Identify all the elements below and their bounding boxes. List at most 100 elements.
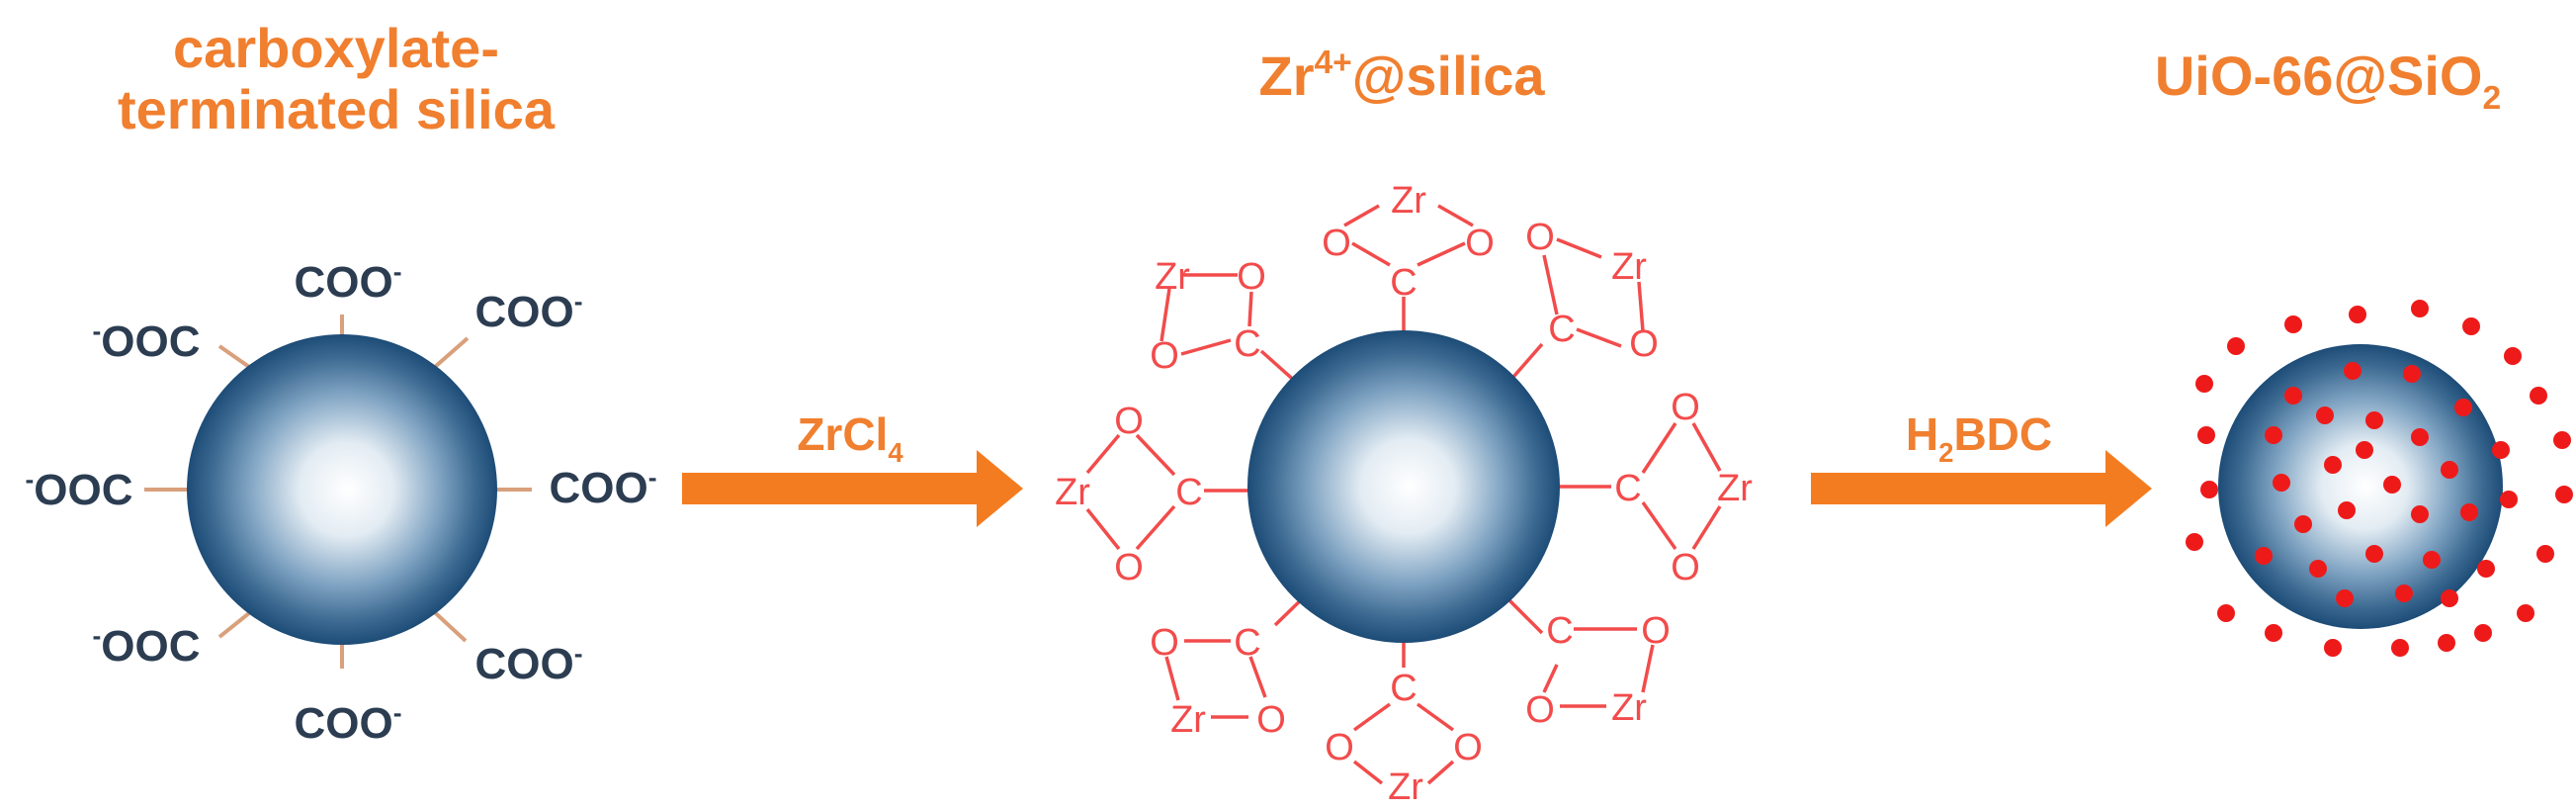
atom-zr: Zr bbox=[1388, 766, 1423, 808]
uio66-crystal-dot bbox=[2265, 426, 2282, 444]
atom-c: C bbox=[1546, 610, 1573, 652]
atom-c: C bbox=[1614, 468, 1641, 509]
uio66-crystal-dot bbox=[2492, 441, 2510, 459]
uio66-crystal-dot bbox=[2438, 634, 2455, 652]
uio66-crystal-dot bbox=[2365, 411, 2383, 429]
uio66-crystal-dot bbox=[2255, 547, 2273, 565]
atom-c: C bbox=[1234, 622, 1260, 664]
uio66-crystal-dot bbox=[2536, 545, 2554, 563]
uio66-crystal-dot bbox=[2553, 431, 2571, 449]
stage3-title-sub: 2 bbox=[2482, 80, 2501, 117]
atom-o: O bbox=[1525, 217, 1555, 258]
charge-label: - bbox=[648, 463, 657, 493]
atom-c: C bbox=[1234, 323, 1260, 365]
coo-label: COO bbox=[474, 288, 573, 336]
atom-o: O bbox=[1325, 727, 1354, 768]
uio66-crystal-dot bbox=[2474, 624, 2492, 642]
reagent-h2bdc: H2BDC bbox=[1906, 408, 2052, 468]
atom-o: O bbox=[1641, 610, 1671, 652]
reaction-arrow-h2bdc: H2BDC bbox=[1811, 408, 2152, 527]
uio66-crystal-dot bbox=[2530, 387, 2547, 405]
uio66-crystal-dot bbox=[2284, 315, 2302, 333]
uio66-crystal-dot bbox=[2294, 515, 2312, 533]
surface-groups: COO- COO- COO- COO- COO- -OOC -OOC -OOC bbox=[25, 257, 656, 748]
atom-o: O bbox=[1114, 547, 1144, 588]
uio66-crystal-dot bbox=[2383, 476, 2401, 494]
uio66-crystal-dot bbox=[2517, 604, 2534, 622]
zr-complex-atoms: C O O Zr C O O Zr C O O Zr C O O Zr C O … bbox=[1055, 180, 1753, 808]
reagent-h2bdc-post: BDC bbox=[1953, 408, 2052, 460]
uio66-crystal-dot bbox=[2411, 505, 2429, 523]
uio66-crystal-dot bbox=[2504, 347, 2522, 365]
uio66-crystal-dot bbox=[2217, 604, 2235, 622]
coo-label: COO bbox=[474, 640, 573, 688]
uio66-crystal-dot bbox=[2344, 362, 2361, 380]
stage2-title: Zr4+@silica bbox=[1258, 45, 1545, 107]
uio66-crystal-dot bbox=[2200, 481, 2218, 498]
uio66-crystal-dot bbox=[2403, 365, 2421, 383]
atom-c: C bbox=[1548, 309, 1575, 350]
uio66-crystal-dot bbox=[2460, 503, 2478, 521]
stage1-title-line2: terminated silica bbox=[118, 78, 556, 140]
atom-o: O bbox=[1629, 323, 1659, 365]
atom-o: O bbox=[1150, 622, 1179, 664]
charge-label: - bbox=[574, 287, 583, 316]
coo-group-top: COO- bbox=[294, 257, 401, 307]
uio66-crystals bbox=[2186, 300, 2573, 657]
silica-sphere bbox=[2218, 344, 2503, 629]
uio66-crystal-dot bbox=[2441, 589, 2458, 607]
uio66-crystal-dot bbox=[2349, 306, 2366, 323]
charge-label: - bbox=[393, 257, 402, 287]
atom-c: C bbox=[1390, 668, 1417, 709]
atom-zr: Zr bbox=[1391, 180, 1426, 222]
uio66-crystal-dot bbox=[2227, 337, 2245, 355]
stage2-title-sup: 4+ bbox=[1314, 45, 1351, 81]
coo-label: COO bbox=[549, 464, 647, 512]
atom-o: O bbox=[1114, 401, 1144, 442]
uio66-crystal-dot bbox=[2365, 545, 2383, 563]
uio66-crystal-dot bbox=[2555, 486, 2573, 503]
uio66-crystal-dot bbox=[2316, 406, 2334, 424]
uio66-crystal-dot bbox=[2423, 551, 2441, 569]
atom-o: O bbox=[1465, 223, 1495, 264]
charge-label: - bbox=[92, 316, 101, 346]
atom-zr: Zr bbox=[1155, 256, 1190, 298]
atom-o: O bbox=[1322, 223, 1351, 264]
coo-group-right: COO- bbox=[549, 463, 656, 512]
ooc-group-upper-left: -OOC bbox=[92, 316, 200, 366]
uio66-crystal-dot bbox=[2338, 501, 2356, 519]
coo-group-upper-right: COO- bbox=[474, 287, 582, 336]
coo-label: COO bbox=[294, 258, 392, 307]
uio66-crystal-dot bbox=[2186, 533, 2203, 551]
reagent-h2bdc-pre: H bbox=[1906, 408, 1938, 460]
uio66-crystal-dot bbox=[2197, 426, 2215, 444]
atom-o: O bbox=[1150, 335, 1179, 377]
uio66-crystal-dot bbox=[2265, 624, 2282, 642]
uio66-crystal-dot bbox=[2391, 639, 2409, 657]
atom-c: C bbox=[1175, 472, 1202, 513]
ooc-group-left: -OOC bbox=[25, 465, 132, 514]
stage2-title-main: Zr bbox=[1258, 45, 1314, 107]
ooc-label: OOC bbox=[101, 317, 200, 366]
charge-label: - bbox=[574, 639, 583, 669]
atom-o: O bbox=[1453, 727, 1483, 768]
uio66-crystal-dot bbox=[2356, 441, 2373, 459]
ooc-label: OOC bbox=[34, 466, 132, 514]
ooc-label: OOC bbox=[101, 622, 200, 671]
uio66-crystal-dot bbox=[2411, 300, 2429, 317]
uio66-crystal-dot bbox=[2284, 387, 2302, 405]
uio66-crystal-dot bbox=[2324, 456, 2342, 474]
uio66-crystal-dot bbox=[2395, 585, 2413, 602]
charge-label: - bbox=[25, 465, 34, 495]
reagent-zrcl4-sub: 4 bbox=[888, 437, 903, 468]
atom-zr: Zr bbox=[1611, 246, 1647, 288]
atom-o: O bbox=[1525, 689, 1555, 731]
carboxylate-silica-particle: COO- COO- COO- COO- COO- -OOC -OOC -OOC bbox=[25, 257, 656, 748]
atom-zr: Zr bbox=[1611, 687, 1647, 729]
uio66-crystal-dot bbox=[2477, 560, 2495, 578]
uio66-crystal-dot bbox=[2411, 428, 2429, 446]
atom-zr: Zr bbox=[1717, 468, 1753, 509]
atom-o: O bbox=[1256, 699, 1286, 741]
reagent-zrcl4-main: ZrCl bbox=[797, 408, 888, 460]
